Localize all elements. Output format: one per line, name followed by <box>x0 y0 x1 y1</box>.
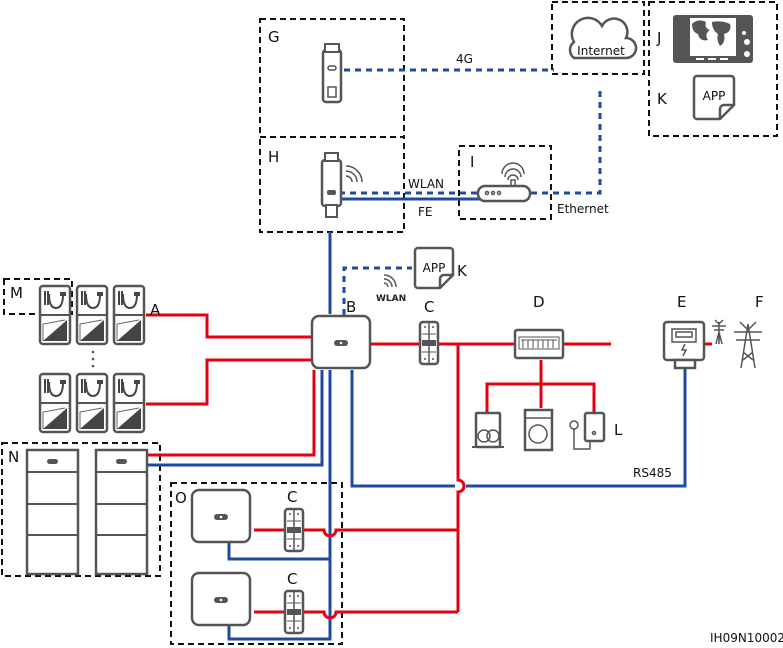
label-c-o2: C <box>287 570 297 588</box>
inverter-o1-icon <box>190 488 252 544</box>
drawing-id: IH09N10002 <box>710 631 783 645</box>
label-o: O <box>175 489 187 507</box>
label-wlan: WLAN <box>408 177 444 191</box>
washing-machine-icon <box>523 408 554 452</box>
water-heater-icon <box>569 411 606 450</box>
label-ethernet: Ethernet <box>557 202 609 216</box>
link-inverter-o-comm <box>227 370 332 641</box>
label-e: E <box>677 293 686 311</box>
label-n: N <box>8 448 19 466</box>
power-loads <box>485 360 596 413</box>
cloud-icon: Internet <box>568 16 638 60</box>
4g-dongle-icon <box>321 43 343 104</box>
power-o1 <box>254 528 458 538</box>
frame-n <box>1 442 161 577</box>
label-c-o1: C <box>287 488 297 506</box>
frame-j-k <box>648 1 778 137</box>
label-f: F <box>755 293 764 311</box>
label-fe: FE <box>418 205 432 219</box>
label-rs485: RS485 <box>633 466 672 480</box>
inverter-o2-icon <box>190 571 252 627</box>
label-app-wlan: WLAN <box>376 294 406 304</box>
frame-internet <box>551 1 645 75</box>
link-inverter-o1-comm <box>227 541 330 561</box>
svg-text:APP: APP <box>423 261 446 275</box>
label-4g: 4G <box>456 52 473 66</box>
label-d: D <box>533 293 545 311</box>
frame-h <box>259 136 405 233</box>
link-app-wlan <box>342 266 412 315</box>
transmission-tower-icon <box>712 319 762 369</box>
link-rs485 <box>350 368 687 488</box>
label-b: B <box>346 298 356 316</box>
link-battery-comm <box>147 370 324 467</box>
frame-m <box>3 278 73 315</box>
app-icon-local: APP <box>383 246 455 290</box>
power-pv-string-1 <box>146 313 312 339</box>
frame-i <box>458 145 552 220</box>
label-k-top: K <box>657 90 668 108</box>
wifi-signal-icon <box>345 165 363 183</box>
battery-icon <box>25 448 149 576</box>
frame-o <box>170 482 343 645</box>
dishwasher-icon <box>472 411 504 449</box>
world-map-monitor-icon <box>673 15 753 63</box>
ac-switch-icon <box>418 320 440 366</box>
label-l: L <box>614 421 623 439</box>
label-c: C <box>424 298 434 316</box>
label-h: H <box>268 148 279 166</box>
wifi-signal-icon <box>383 274 397 288</box>
wlan-fe-dongle-icon <box>320 152 363 218</box>
label-j: J <box>656 29 661 47</box>
label-i: I <box>470 153 474 171</box>
router-icon <box>476 162 532 203</box>
distribution-box-icon <box>513 328 565 360</box>
label-m: M <box>10 284 23 302</box>
power-meter-icon <box>662 320 706 370</box>
label-g: G <box>268 28 280 46</box>
power-battery <box>147 370 316 457</box>
ac-switch-o2-icon <box>283 589 305 635</box>
power-o2 <box>254 610 458 620</box>
label-a: A <box>150 301 161 319</box>
link-wlan-ethernet <box>339 86 602 195</box>
pv-module-icon <box>38 284 146 434</box>
app-icon: APP <box>692 74 736 121</box>
power-pv-string-2 <box>146 358 312 406</box>
label-k: K <box>457 262 468 280</box>
power-o-feed <box>456 344 466 612</box>
inverter-icon <box>310 314 372 370</box>
svg-text:Internet: Internet <box>577 44 625 58</box>
ac-switch-o1-icon <box>283 507 305 553</box>
svg-text:APP: APP <box>703 89 726 103</box>
